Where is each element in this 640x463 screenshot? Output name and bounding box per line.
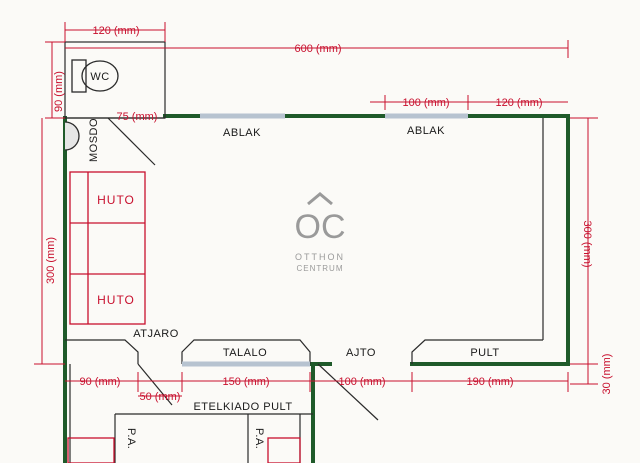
dim-bottom-90: 90 (mm) <box>80 376 121 388</box>
door-swing-atjaro <box>137 363 173 406</box>
label-wc: WC <box>90 71 109 83</box>
pa-box-left <box>67 437 115 463</box>
dim-bottom-190: 190 (mm) <box>466 376 513 388</box>
dim-left-height-300: 300 (mm) <box>45 237 57 284</box>
dim-top-wc-width: 120 (mm) <box>92 25 139 37</box>
label-pa-left: P.A. <box>125 428 137 449</box>
dim-total-width: 600 (mm) <box>294 43 341 55</box>
label-talalo: TALALO <box>223 347 267 359</box>
label-etelkiado-pult: ETELKIADO PULT <box>193 401 292 413</box>
dim-gap-75: 75 (mm) <box>117 111 158 123</box>
label-pa-right: P.A. <box>253 428 265 449</box>
dim-bottom-150: 150 (mm) <box>222 376 269 388</box>
logo-roof-icon <box>307 192 333 206</box>
washbasin <box>64 121 80 151</box>
dimension-lines <box>34 22 598 397</box>
logo-mark: OC <box>295 208 346 246</box>
label-ablak-left: ABLAK <box>223 127 261 139</box>
dim-right-30: 30 (mm) <box>601 354 613 395</box>
talalo-counter <box>181 339 311 364</box>
label-huto-bottom: HUTO <box>97 293 135 307</box>
logo: OC OTTHON CENTRUM <box>295 192 346 273</box>
label-pult: PULT <box>470 347 499 359</box>
fridge-unit <box>69 171 146 325</box>
label-huto-top: HUTO <box>97 193 135 207</box>
wc-fixture <box>71 59 119 93</box>
door-swing-mosdo <box>107 117 156 166</box>
fixtures <box>67 171 301 463</box>
label-atjaro: ATJARO <box>133 328 179 340</box>
atjaro-counter-left <box>65 339 139 364</box>
dim-right-height-300: 300 (mm) <box>581 220 593 267</box>
dim-wc-height: 90 (mm) <box>53 71 65 112</box>
windows <box>182 113 468 367</box>
door-swing-ajto <box>317 363 379 421</box>
dim-bottom-50: 50 (mm) <box>140 391 181 403</box>
label-ajto: AJTO <box>346 347 376 359</box>
logo-line2: CENTRUM <box>297 264 344 273</box>
walls <box>63 114 570 463</box>
thin-lines <box>64 41 544 463</box>
wc-room <box>64 41 166 119</box>
dim-window-100: 100 (mm) <box>402 97 449 109</box>
dim-bottom-100: 100 (mm) <box>338 376 385 388</box>
wc-bowl <box>81 60 119 92</box>
pult-inner <box>411 339 543 364</box>
dim-right-120: 120 (mm) <box>495 97 542 109</box>
logo-line1: OTTHON <box>295 252 345 262</box>
label-mosdo: MOSDO <box>88 118 100 162</box>
pa-box-right <box>267 437 301 463</box>
label-ablak-right: ABLAK <box>407 125 445 137</box>
wc-tank <box>71 59 87 93</box>
